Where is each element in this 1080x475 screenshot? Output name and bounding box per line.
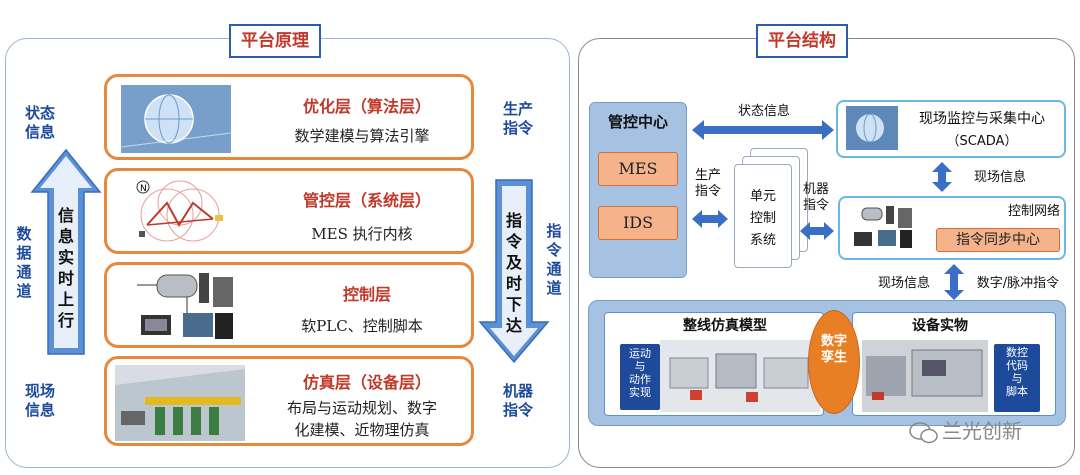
field-info-arrow-2: [944, 264, 964, 300]
up-arrow: [30, 148, 102, 355]
physical-title: 设备实物: [912, 318, 968, 334]
state-info-label: 状态 信息: [24, 104, 55, 141]
optimization-layer-name: 优化层（算法层）: [302, 97, 431, 116]
physical-equipment-image: [862, 340, 988, 412]
digital-twin-ellipse: [808, 310, 860, 414]
control-layer-name: 控制层: [342, 285, 391, 304]
sync-center-box: 指令同步中心: [936, 228, 1060, 252]
management-layer-desc: MES 执行内核: [311, 225, 413, 243]
machine-cmd-arrow: [800, 222, 834, 240]
management-layer-name: 管控层（系统层）: [302, 191, 431, 210]
globe-icon: [121, 85, 231, 153]
factory-simulation-icon: [115, 365, 245, 441]
machine-cmd-text: 机器 指令: [802, 182, 829, 213]
field-info-arrow-1: [932, 162, 952, 192]
unit-control-card: [734, 164, 792, 268]
ids-box: IDS: [598, 206, 678, 240]
field-info-text-2: 现场信息: [877, 276, 930, 291]
production-cmd-arrow: [692, 210, 728, 228]
svg-text:N: N: [140, 184, 147, 194]
platform-principle-title: 平台原理: [229, 24, 321, 58]
scada-title: 现场监控与采集中心: [919, 111, 1045, 127]
simulation-layer-name: 仿真层（设备层）: [302, 373, 431, 392]
cmd-channel-label: 指令 通道: [546, 222, 562, 297]
simulation-layer-desc-1: 布局与运动规划、数字: [286, 399, 437, 417]
control-devices-icon: [137, 273, 233, 339]
unit-control-text: 单元 控制 系统: [749, 189, 776, 248]
management-layer: N 管控层（系统层） MES 执行内核: [104, 168, 474, 254]
network-diagram-icon: N: [136, 180, 223, 242]
platform-structure-title: 平台结构: [756, 24, 848, 58]
nc-code-box: [994, 344, 1040, 412]
control-network-title: 控制网络: [1007, 204, 1060, 219]
control-layer: 控制层 软PLC、控制脚本: [104, 262, 474, 348]
scada-subtitle: （SCADA）: [946, 134, 1018, 149]
control-center-box: [589, 102, 687, 278]
wechat-icon: [909, 422, 938, 444]
state-info-text: 状态信息: [737, 104, 790, 119]
watermark-text: 兰光创新: [942, 419, 1022, 443]
optimization-layer-desc: 数学建模与算法引擎: [294, 127, 430, 145]
production-cmd-text: 生产 指令: [694, 168, 721, 199]
mes-box: MES: [598, 152, 678, 186]
down-arrow-text: 指令及时下达: [505, 211, 522, 335]
digital-pulse-text: 数字/脉冲指令: [976, 276, 1060, 291]
simulation-layer: 仿真层（设备层） 布局与运动规划、数字 化建模、近物理仿真: [104, 356, 474, 446]
production-cmd-label: 生产 指令: [502, 100, 533, 137]
field-info-text-1: 现场信息: [973, 170, 1026, 185]
control-center-title: 管控中心: [607, 113, 668, 131]
optimization-layer: 优化层（算法层） 数学建模与算法引擎: [104, 74, 474, 160]
sim-model-title: 整线仿真模型: [683, 318, 767, 334]
motion-text: 运动 与 动作 实现: [629, 347, 651, 399]
field-info-label: 现场 信息: [24, 382, 55, 419]
control-layer-desc: 软PLC、控制脚本: [301, 317, 423, 335]
state-info-arrow: [692, 120, 834, 140]
sim-model-image: [660, 340, 820, 412]
scada-globe-icon: [846, 106, 898, 150]
nc-code-text: 数控 代码 与 脚本: [1006, 346, 1028, 398]
motion-box: [620, 344, 660, 410]
digital-twin-text: 数字 孪生: [820, 334, 847, 365]
control-network-devices-icon: [854, 206, 912, 248]
up-arrow-text: 信息实时上行: [57, 206, 74, 330]
simulation-layer-desc-2: 化建模、近物理仿真: [294, 421, 430, 439]
down-arrow: [478, 179, 550, 364]
data-channel-label: 数据 通道: [16, 225, 32, 300]
machine-cmd-label: 机器 指令: [502, 382, 533, 419]
